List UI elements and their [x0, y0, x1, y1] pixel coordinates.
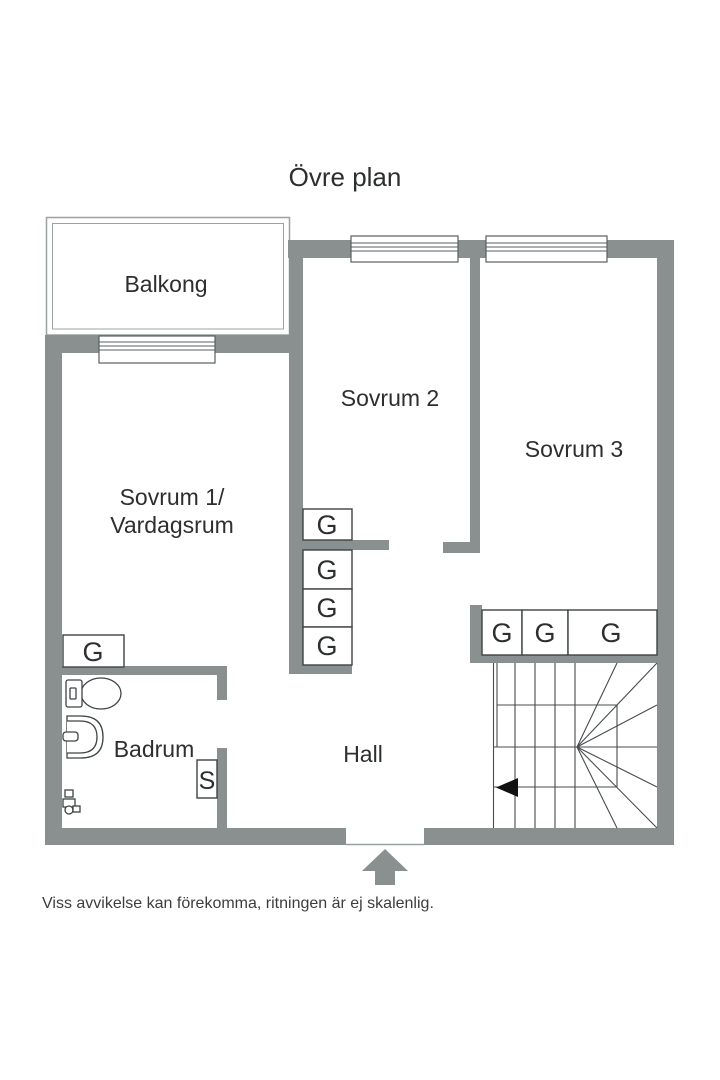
wall-segment — [289, 240, 303, 674]
wardrobe-box-hall-3: G — [302, 626, 353, 666]
wall-segment — [45, 335, 62, 845]
balcony: Balkong — [45, 216, 291, 336]
window-frame — [350, 235, 459, 263]
wardrobe-box-sovrum3-3: G — [567, 609, 658, 656]
entrance — [346, 843, 424, 885]
shaft-label: S — [199, 767, 216, 795]
wardrobe-rect — [567, 609, 658, 656]
window-sovrum1 — [98, 335, 216, 364]
sink-basin-inner — [67, 720, 98, 754]
room-label-balkong: Balkong — [124, 271, 207, 297]
stair-winder-line — [576, 746, 658, 788]
wall-segment — [470, 605, 482, 663]
wardrobe-label: G — [491, 618, 512, 648]
wall-segment — [461, 240, 484, 258]
wardrobe-label: G — [600, 618, 621, 648]
sink-faucet — [62, 731, 79, 742]
room-label-sovrum1-line2: Vardagsrum — [110, 512, 234, 538]
wardrobe-box-sovrum1: G — [62, 634, 125, 668]
toilet-bowl — [80, 677, 122, 710]
wardrobe-label: G — [316, 510, 337, 540]
wardrobe-rect — [302, 588, 353, 628]
wall-segment — [45, 828, 346, 845]
balcony-outline-inner — [52, 223, 284, 330]
stair-winder-line — [576, 746, 658, 829]
drain-part — [72, 805, 81, 813]
entrance-arrow-icon — [362, 849, 408, 885]
window-frame — [485, 235, 608, 263]
entrance-arrow-stem — [375, 871, 395, 885]
wall-segment — [62, 666, 227, 675]
shaft-box: S — [196, 759, 218, 799]
wardrobe-box-sovrum3-1: G — [481, 609, 523, 656]
wall-segment — [482, 655, 657, 663]
shaft-rect — [196, 759, 218, 799]
window-sovrum3 — [485, 235, 608, 263]
room-label-sovrum1-line1: Sovrum 1/ — [120, 484, 225, 510]
stair-winder-lines — [576, 662, 658, 829]
wardrobe-rect — [302, 508, 353, 541]
wardrobe-label: G — [82, 637, 103, 667]
room-label-sovrum3: Sovrum 3 — [525, 436, 623, 462]
stair-winder-line — [576, 662, 618, 748]
interior-walls — [62, 240, 657, 828]
wardrobe-label: G — [316, 593, 337, 623]
wall-segment — [443, 542, 471, 553]
wardrobe-box-sovrum2: G — [302, 508, 353, 541]
wall-segment — [470, 255, 480, 553]
stairs-direction-arrow-icon — [496, 778, 518, 797]
entrance-arrow-head — [362, 849, 408, 871]
wardrobe-box-hall-1: G — [302, 549, 353, 590]
wall-segment — [217, 748, 227, 828]
floor-drain-icon — [62, 789, 81, 815]
room-label-badrum: Badrum — [114, 736, 195, 762]
page-title: Övre plan — [289, 162, 402, 192]
wall-segment — [289, 540, 389, 550]
room-label-sovrum2: Sovrum 2 — [341, 385, 439, 411]
stair-winder-line — [576, 662, 658, 748]
room-label-hall: Hall — [343, 741, 383, 767]
staircase — [492, 662, 658, 829]
toilet-icon — [65, 677, 122, 710]
drain-part — [64, 805, 74, 815]
wardrobe-box-hall-2: G — [302, 588, 353, 628]
stair-winder-line — [576, 704, 658, 748]
wardrobe-label: G — [316, 555, 337, 585]
wardrobe-label: G — [534, 618, 555, 648]
wardrobe-box-sovrum3-2: G — [521, 609, 569, 656]
drain-part — [64, 789, 74, 798]
wardrobe-rect — [302, 549, 353, 590]
stair-step-lines — [492, 663, 618, 828]
stair-winder-line — [576, 746, 618, 829]
wardrobe-label: G — [316, 631, 337, 661]
wardrobe-rect — [62, 634, 125, 668]
disclaimer-text: Viss avvikelse kan förekomma, ritningen … — [42, 895, 434, 912]
wall-segment — [424, 828, 674, 845]
window-sovrum2 — [350, 235, 459, 263]
wall-segment — [657, 240, 674, 845]
wardrobe-rect — [521, 609, 569, 656]
wall-segment — [289, 664, 352, 674]
toilet-button — [69, 687, 77, 700]
sink-icon — [62, 715, 104, 759]
wardrobe-rect — [302, 626, 353, 666]
wall-segment — [217, 666, 227, 700]
